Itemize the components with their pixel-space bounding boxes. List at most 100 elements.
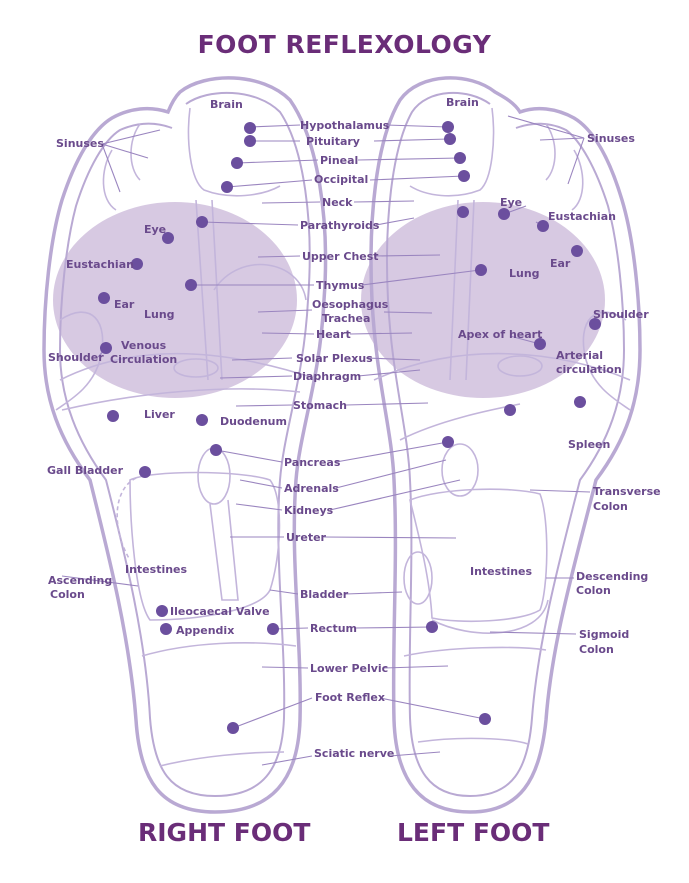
label-solar-plexus: Solar Plexus — [296, 352, 373, 365]
label-adrenals: Adrenals — [284, 482, 339, 495]
label-right-eustachian: Eustachian — [66, 258, 134, 271]
left-small-toe — [571, 149, 584, 211]
label-right-lung: Lung — [144, 308, 175, 321]
right-foot-caption: RIGHT FOOT — [138, 818, 311, 847]
left-heart — [497, 355, 543, 377]
label-right-ear: Ear — [114, 298, 135, 311]
left-heel-line-1 — [403, 646, 547, 657]
label-right-venous: Venous — [121, 339, 167, 352]
label-sciatic-nerve: Sciatic nerve — [314, 747, 394, 760]
right-foot-labels: Brain Sinuses Eye Eustachian Ear Lung Sh… — [47, 98, 287, 637]
right-kidney — [197, 447, 231, 505]
left-foot-inner-outline — [386, 91, 626, 798]
right-liver-line — [61, 388, 301, 411]
label-left-ear: Ear — [550, 257, 571, 270]
label-left-circulation: circulation — [556, 363, 622, 376]
label-right-eye: Eye — [144, 223, 166, 236]
right-gall-line — [116, 477, 137, 561]
left-colon — [431, 599, 549, 634]
left-pancreas-line — [399, 403, 521, 441]
left-foot-caption: LEFT FOOT — [397, 818, 550, 847]
label-hypothalamus: Hypothalamus — [300, 119, 390, 132]
right-spine-line — [195, 199, 223, 381]
label-left-spleen: Spleen — [568, 438, 610, 451]
right-heel-line-2 — [159, 751, 285, 767]
label-left-apex-of-heart: Apex of heart — [458, 328, 542, 341]
label-stomach: Stomach — [293, 399, 347, 412]
label-pineal: Pineal — [320, 154, 358, 167]
right-heel-line-1 — [141, 642, 297, 657]
left-intestines — [409, 488, 548, 623]
page-title: FOOT REFLEXOLOGY — [197, 30, 492, 59]
left-toe-2 — [545, 123, 556, 181]
label-foot-reflex: Foot Reflex — [315, 691, 385, 704]
left-foot-chest-zone — [361, 202, 605, 398]
label-right-shoulder: Shoulder — [48, 351, 104, 364]
label-diaphragm: Diaphragm — [293, 370, 361, 383]
left-foot-labels: Brain Sinuses Eye Eustachian Ear Lung Sh… — [446, 96, 661, 656]
label-right-brain: Brain — [210, 98, 243, 111]
label-thymus: Thymus — [316, 279, 365, 292]
label-left-descending: Descending — [576, 570, 648, 583]
right-solar-plexus — [173, 358, 219, 378]
label-right-duodenum: Duodenum — [220, 415, 287, 428]
right-diaphragm-curve — [59, 352, 321, 381]
left-kidney — [441, 443, 479, 497]
label-right-circulation: Circulation — [110, 353, 177, 366]
right-lung-arc — [213, 263, 307, 301]
label-right-sinuses: Sinuses — [56, 137, 104, 150]
label-heart: Heart — [316, 328, 351, 341]
left-bladder — [403, 551, 433, 605]
label-bladder: Bladder — [300, 588, 349, 601]
label-right-ascending: Ascending — [48, 574, 112, 587]
label-right-liver: Liver — [144, 408, 175, 421]
label-right-appendix: Appendix — [176, 624, 234, 637]
leader-lines — [61, 115, 591, 766]
label-upper-chest: Upper Chest — [302, 250, 379, 263]
label-lower-pelvic: Lower Pelvic — [310, 662, 388, 675]
label-left-arterial: Arterial — [556, 349, 603, 362]
label-right-intestines: Intestines — [125, 563, 188, 576]
right-foot-chest-zone — [53, 202, 297, 398]
right-foot-outline — [42, 76, 328, 814]
left-shoulder-curve — [582, 311, 631, 411]
label-right-colon: Colon — [50, 588, 85, 601]
label-oesophagus: Oesophagus — [312, 298, 389, 311]
label-left-transverse: Transverse — [593, 485, 661, 498]
label-left-shoulder: Shoulder — [593, 308, 649, 321]
label-neck: Neck — [322, 196, 353, 209]
left-heel-line-2 — [417, 737, 529, 745]
label-left-eustachian: Eustachian — [548, 210, 616, 223]
label-kidneys: Kidneys — [284, 504, 334, 517]
label-occipital: Occipital — [314, 173, 368, 186]
right-intestines — [129, 471, 281, 621]
label-trachea: Trachea — [322, 312, 370, 325]
right-foot-inner-outline — [58, 91, 311, 798]
label-pituitary: Pituitary — [306, 135, 360, 148]
label-rectum: Rectum — [310, 622, 357, 635]
label-ureter: Ureter — [286, 531, 327, 544]
label-left-brain: Brain — [446, 96, 479, 109]
label-right-ileocaecal: Ileocaecal Valve — [170, 605, 270, 618]
label-left-descending-colon: Colon — [576, 584, 611, 597]
label-left-sigmoid: Sigmoid — [579, 628, 629, 641]
label-parathyroids: Parathyroids — [300, 219, 380, 232]
label-left-sinuses: Sinuses — [587, 132, 635, 145]
left-diaphragm-curve — [373, 352, 631, 381]
right-small-toe — [102, 149, 117, 211]
label-left-lung: Lung — [509, 267, 540, 280]
left-spine-line — [449, 199, 475, 381]
right-ureter — [209, 499, 239, 601]
label-pancreas: Pancreas — [284, 456, 341, 469]
left-big-toe — [409, 107, 495, 197]
right-toe-2 — [130, 123, 141, 181]
label-left-intestines: Intestines — [470, 565, 533, 578]
label-left-sigmoid-colon: Colon — [579, 643, 614, 656]
label-left-eye: Eye — [500, 196, 522, 209]
right-foot-points — [98, 122, 279, 734]
center-labels: Hypothalamus Pituitary Pineal Occipital … — [284, 119, 394, 760]
right-shoulder-curve — [55, 311, 104, 411]
right-big-toe — [187, 107, 281, 197]
left-foot-outline — [369, 76, 642, 814]
